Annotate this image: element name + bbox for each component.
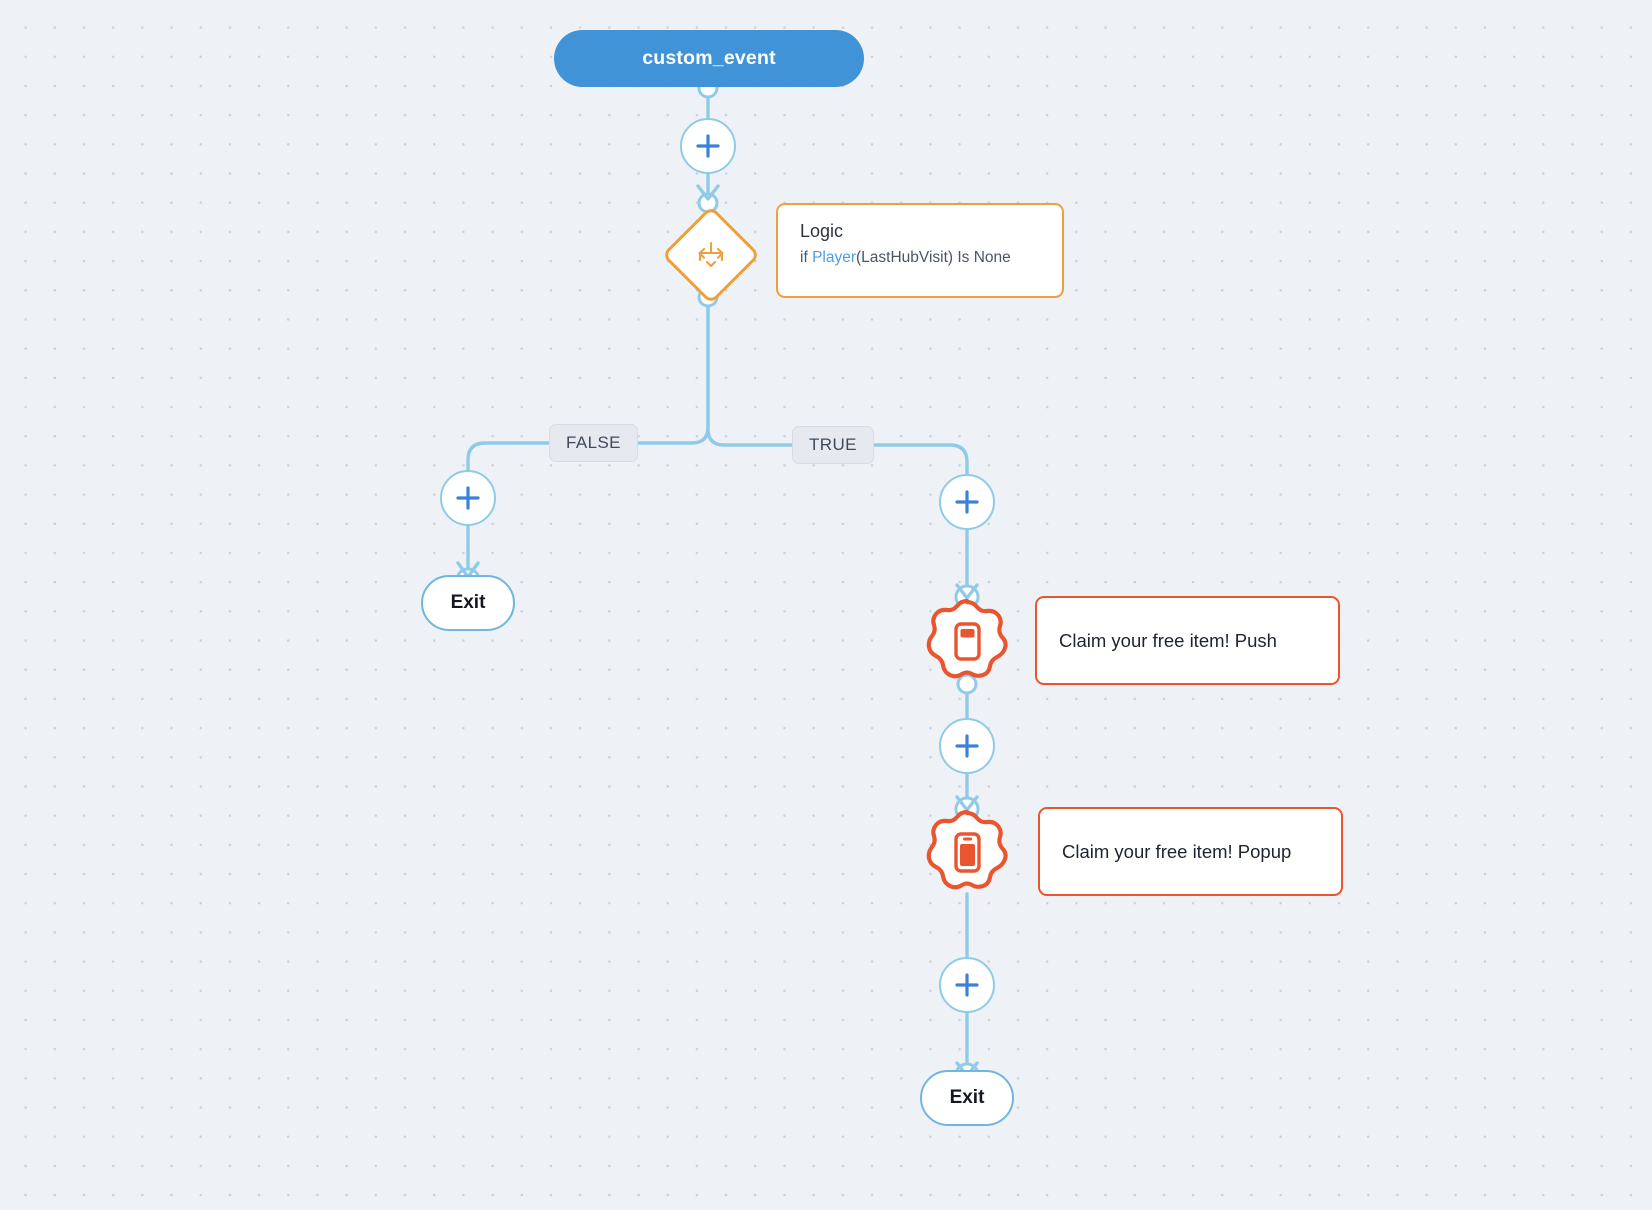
condition-suffix: (LastHubVisit) Is None [856,249,1011,266]
logic-card-condition: if Player(LastHubVisit) Is None [800,246,1044,270]
push-message-node[interactable] [922,596,1012,686]
logic-card[interactable]: Logic if Player(LastHubVisit) Is None [776,203,1064,298]
branch-label-false-text: FALSE [566,433,621,452]
plus-icon [695,133,721,159]
condition-entity: Player [812,249,856,266]
plus-icon [455,485,481,511]
phone-push-icon [922,596,1012,686]
add-step-after-push-button[interactable] [939,718,995,774]
exit-label: Exit [450,592,486,613]
push-message-card[interactable]: Claim your free item! Push [1035,596,1340,685]
plus-icon [954,733,980,759]
branch-split-icon [694,240,728,270]
trigger-label: custom_event [642,47,776,69]
exit-node-true-branch[interactable]: Exit [920,1070,1014,1126]
plus-icon [954,972,980,998]
phone-popup-icon [922,807,1012,897]
branch-label-false[interactable]: FALSE [549,424,638,462]
popup-message-text: Claim your free item! Popup [1062,840,1292,862]
popup-message-card[interactable]: Claim your free item! Popup [1038,807,1343,896]
add-step-false-branch-button[interactable] [440,470,496,526]
branch-label-true-text: TRUE [809,435,857,454]
logic-node[interactable] [661,205,761,305]
exit-label: Exit [949,1087,985,1108]
exit-node-false-branch[interactable]: Exit [421,575,515,631]
add-step-true-branch-button[interactable] [939,474,995,530]
plus-icon [954,489,980,515]
branch-label-true[interactable]: TRUE [792,426,874,464]
popup-message-node[interactable] [922,807,1012,897]
add-step-after-popup-button[interactable] [939,957,995,1013]
logic-card-title: Logic [800,221,844,241]
condition-prefix: if [800,249,813,266]
add-step-after-trigger-button[interactable] [680,118,736,174]
trigger-node-custom-event[interactable]: custom_event [554,30,864,87]
push-message-text: Claim your free item! Push [1059,629,1277,651]
